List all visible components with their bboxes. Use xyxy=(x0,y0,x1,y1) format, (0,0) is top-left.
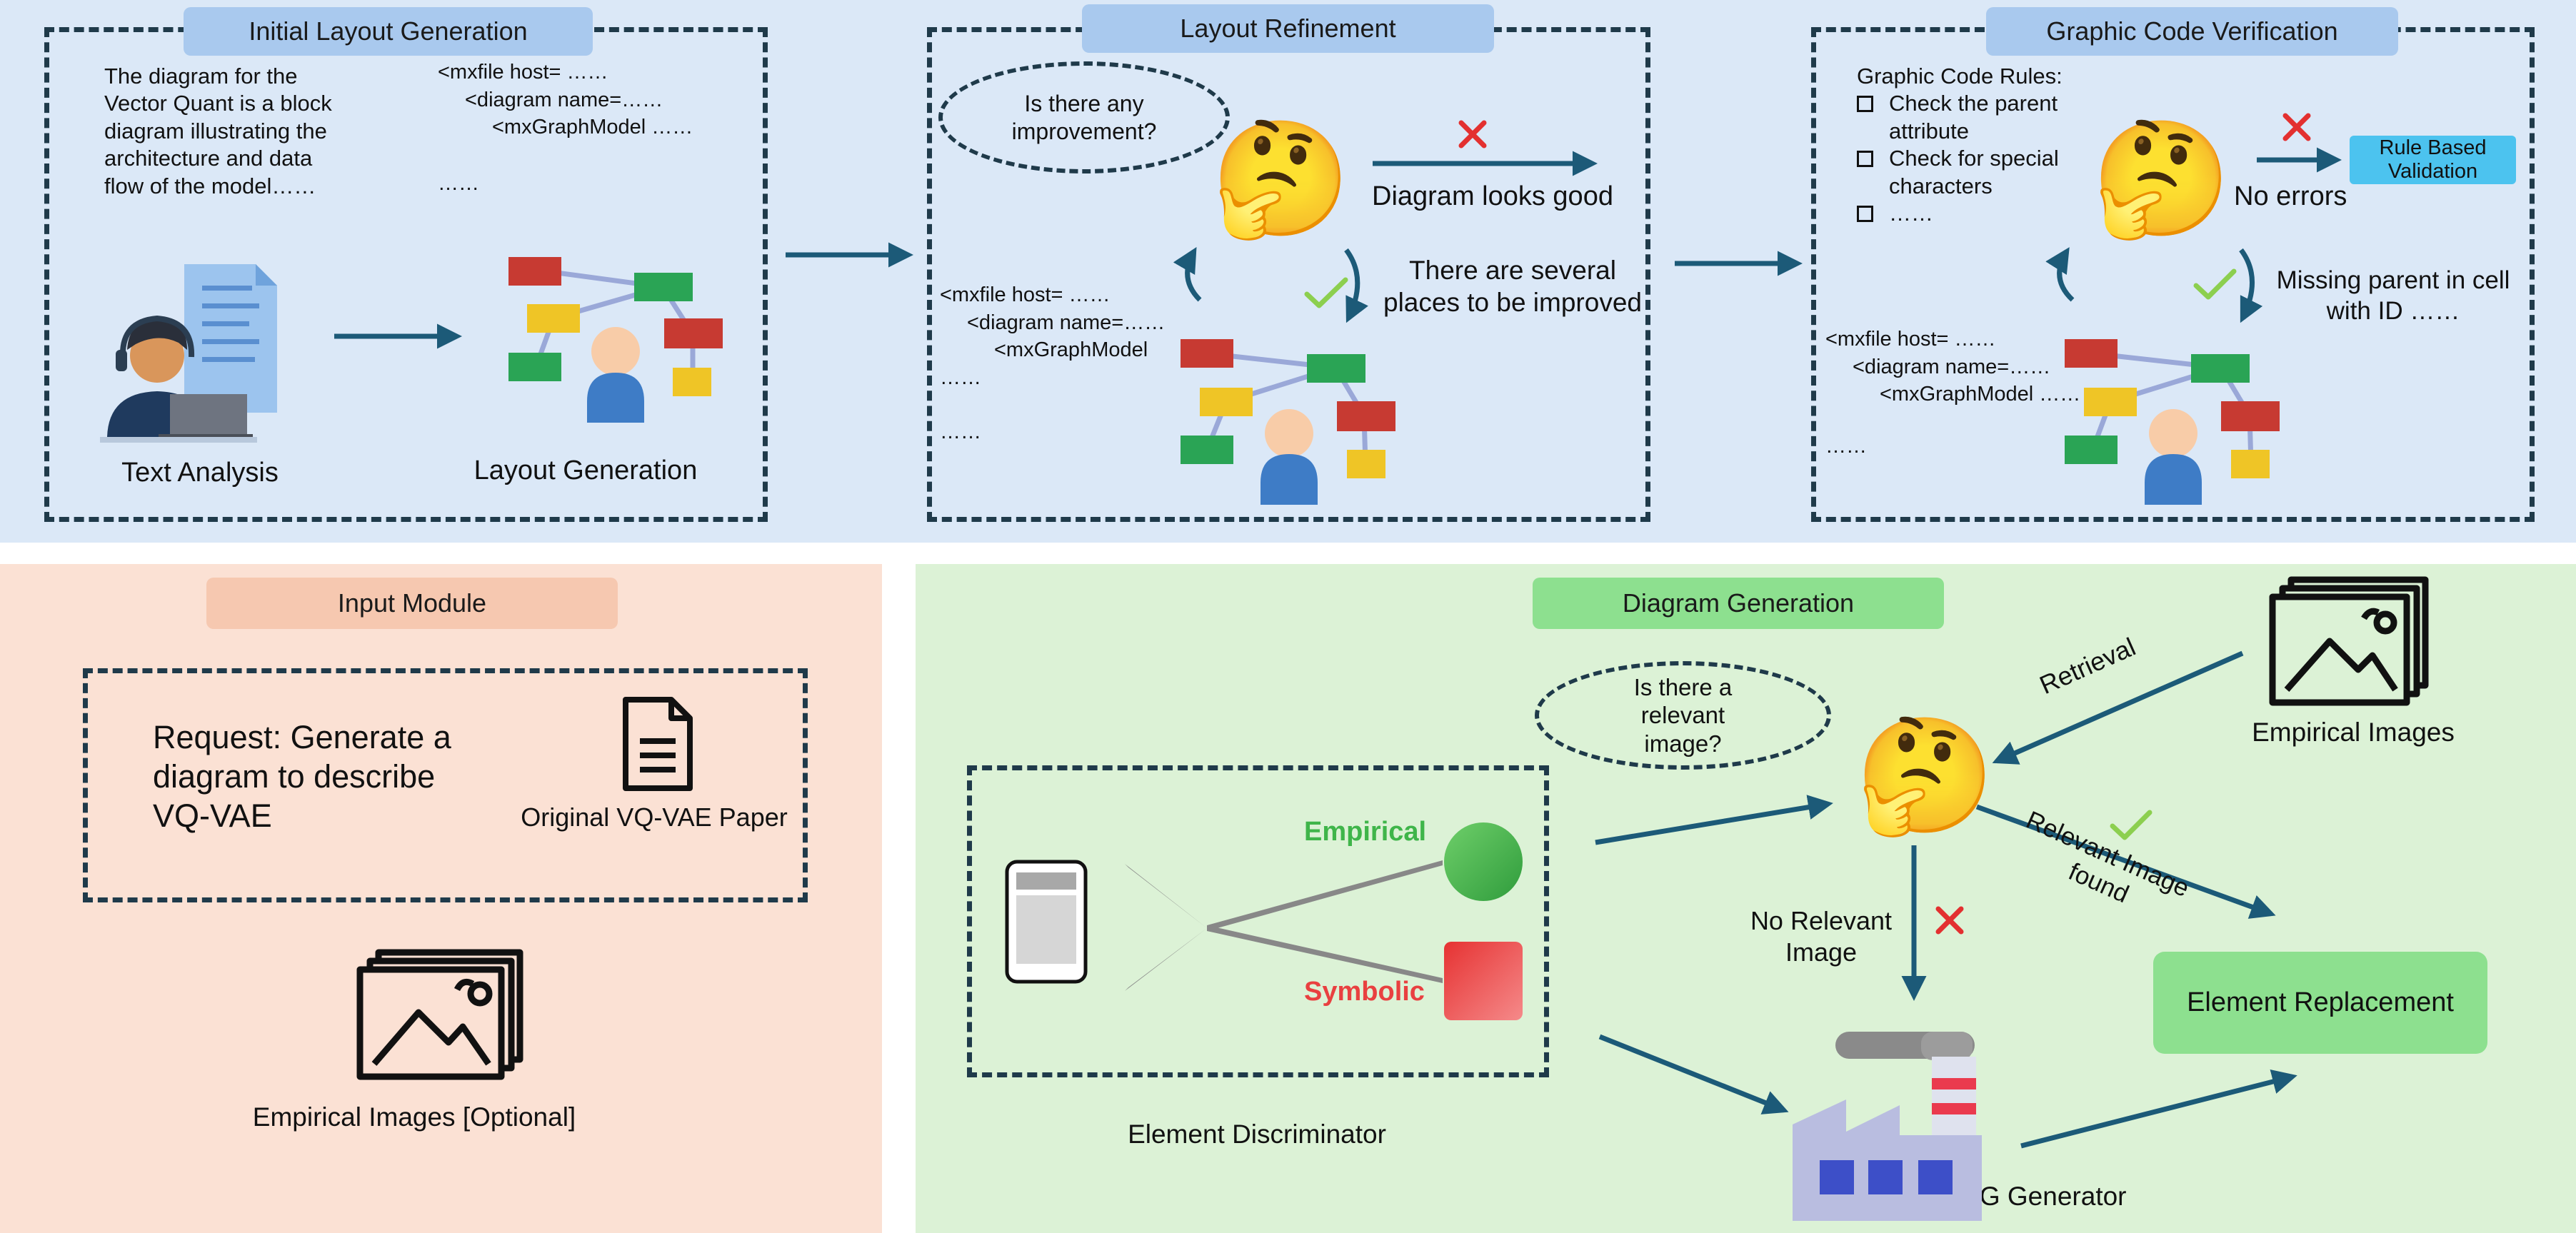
rules-list: Graphic Code Rules: Check the parent att… xyxy=(1857,63,2114,228)
text-analysis-label: Text Analysis xyxy=(121,458,279,488)
checkbox-icon xyxy=(1857,206,1873,223)
symbolic-label: Symbolic xyxy=(1304,977,1425,1007)
outcome-improve-label: There are several places to be improved xyxy=(1383,256,1642,318)
empirical-images-label: Empirical Images xyxy=(2252,718,2455,747)
layout-generation-label: Layout Generation xyxy=(473,456,698,485)
relevant-found-label: Relevant Image found xyxy=(2010,806,2200,933)
refinement-code: <mxfile host= …… <diagram name=…… <mxGra… xyxy=(940,281,1165,446)
code-line: <mxGraphModel …… xyxy=(492,116,693,139)
document-icon xyxy=(623,697,693,791)
code-line: <mxfile host= …… xyxy=(940,283,1111,306)
thinking-face-icon: 🤔 xyxy=(1855,713,1995,839)
diagram-generation-title: Diagram Generation xyxy=(1533,578,1944,629)
code-line: …… xyxy=(940,421,981,444)
element-replacement-box: Element Replacement xyxy=(2153,952,2487,1054)
code-line: <diagram name=…… xyxy=(967,311,1166,334)
text-analysis-paragraph: The diagram for the Vector Quant is a bl… xyxy=(104,64,332,198)
code-line: <mxGraphModel xyxy=(994,338,1148,362)
rules-heading: Graphic Code Rules: xyxy=(1857,64,2063,89)
relevant-image-bubble: Is there a relevant image? xyxy=(1535,661,1831,770)
improvement-bubble: Is there any improvement? xyxy=(938,61,1230,173)
empirical-circle-icon xyxy=(1444,822,1523,901)
thinking-face-icon: 🤔 xyxy=(1211,116,1351,242)
rule-item: Check for special characters xyxy=(1857,145,2114,200)
code-line: <mxfile host= …… xyxy=(438,61,608,84)
initial-code: <mxfile host= …… <diagram name=…… <mxGra… xyxy=(438,59,693,197)
refinement-graph-icon xyxy=(1181,339,1395,505)
rule-item: Check the parent attribute xyxy=(1857,90,2114,145)
discriminator-fan xyxy=(1125,860,1443,991)
graphic-code-title: Graphic Code Verification xyxy=(1986,7,2398,56)
outcome-good-label: Diagram looks good xyxy=(1372,181,1613,211)
empirical-images-optional-label: Empirical Images [Optional] xyxy=(252,1102,576,1132)
empirical-label: Empirical xyxy=(1304,817,1427,847)
missing-parent-label: Missing parent in cell with ID …… xyxy=(2276,266,2510,325)
paper-label: Original VQ-VAE Paper xyxy=(521,802,788,832)
check-icon xyxy=(2193,268,2237,300)
rule-text: Check the parent attribute xyxy=(1889,91,2058,144)
rule-item: …… xyxy=(1857,200,2114,227)
input-module-title: Input Module xyxy=(206,578,618,629)
code-line: <mxGraphModel …… xyxy=(1880,383,2081,406)
cross-icon xyxy=(1935,906,1964,935)
retrieval-label: Retrieval xyxy=(2035,632,2140,700)
verification-graph-icon xyxy=(2065,339,2280,505)
image-stack-icon xyxy=(356,949,523,1080)
page-icon xyxy=(1005,860,1088,984)
rule-based-validation-box: Rule Based Validation xyxy=(2350,136,2516,184)
request-box xyxy=(83,668,808,902)
image-stack-icon xyxy=(2269,576,2429,706)
symbolic-square-icon xyxy=(1444,942,1523,1020)
code-line: <diagram name=…… xyxy=(465,88,663,111)
code-line: <mxfile host= …… xyxy=(1825,328,1996,351)
no-errors-label: No errors xyxy=(2234,181,2347,211)
rule-text: …… xyxy=(1889,201,1933,226)
cross-icon xyxy=(2282,113,2311,141)
text-analysis-icon xyxy=(100,264,277,443)
rule-text: Check for special characters xyxy=(1889,146,2059,198)
verification-code: <mxfile host= …… <diagram name=…… <mxGra… xyxy=(1825,326,2080,460)
code-line: …… xyxy=(940,366,981,389)
code-line: …… xyxy=(1825,434,1867,458)
layout-refinement-title: Layout Refinement xyxy=(1082,4,1494,53)
code-line: <diagram name=…… xyxy=(1853,355,2051,378)
checkbox-icon xyxy=(1857,151,1873,168)
factory-icon xyxy=(1793,1032,1982,1221)
thinking-face-icon: 🤔 xyxy=(2091,116,2232,242)
code-line: …… xyxy=(438,171,479,195)
checkbox-icon xyxy=(1857,96,1873,113)
check-icon xyxy=(2110,810,2152,840)
initial-layout-title: Initial Layout Generation xyxy=(184,7,593,56)
element-discriminator-box xyxy=(967,765,1549,1077)
cross-icon xyxy=(1458,120,1487,149)
check-icon xyxy=(1304,277,1348,308)
request-text: Request: Generate a diagram to describe … xyxy=(153,719,451,834)
element-discriminator-label: Element Discriminator xyxy=(1128,1119,1386,1149)
layout-graph-icon xyxy=(508,257,723,423)
no-relevant-image-label: No Relevant Image xyxy=(1750,906,1893,967)
